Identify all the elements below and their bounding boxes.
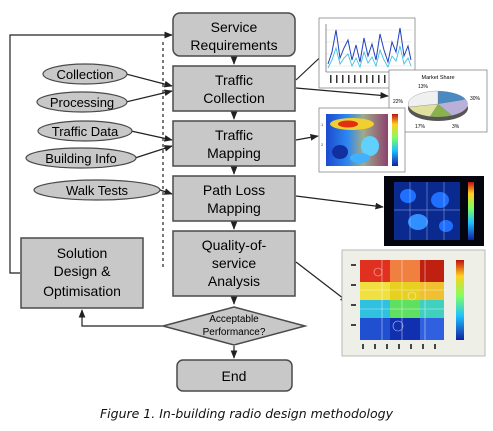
arrow-to-qos-map: [295, 261, 349, 303]
path-loss-map-thumbnail: [384, 176, 484, 246]
walk-tests-label: Walk Tests: [66, 183, 129, 198]
traffic-data-label: Traffic Data: [52, 124, 119, 139]
traffic-collection-box: Traffic Collection: [172, 65, 296, 112]
connectors: [9, 31, 389, 359]
end-label: End: [222, 368, 247, 384]
traffic-mapping-line2: Mapping: [207, 145, 261, 161]
decision-line1: Acceptable: [209, 314, 259, 325]
svg-text:1: 1: [321, 122, 324, 127]
path-loss-mapping-line1: Path Loss: [203, 182, 265, 198]
arrow-walktests-input: [159, 188, 173, 195]
path-loss-mapping-box: Path Loss Mapping: [172, 175, 296, 222]
figure-caption: Figure 1. In-building radio design metho…: [99, 406, 394, 421]
solution-line2: Design &: [54, 263, 111, 279]
arrow-decision-to-solution: [78, 309, 163, 327]
arrow-processing-input: [125, 89, 173, 103]
service-requirements-line1: Service: [211, 19, 258, 35]
pie-label-1: 13%: [418, 84, 429, 90]
solution-line3: Optimisation: [43, 283, 121, 299]
qos-analysis-line1: Quality-of-: [202, 237, 267, 253]
qos-analysis-box: Quality-of- service Analysis: [172, 230, 296, 297]
pie-title: Market Share: [421, 75, 454, 81]
acceptable-performance-decision: Acceptable Performance?: [160, 306, 308, 346]
traffic-collection-line2: Collection: [203, 90, 264, 106]
arrow-collection-input: [125, 73, 173, 88]
arrow-loop-to-requirements: [9, 31, 173, 274]
path-loss-mapping-line2: Mapping: [207, 200, 261, 216]
traffic-heatmap-thumbnail: 1 2: [318, 107, 406, 173]
qos-analysis-line3: Analysis: [208, 273, 260, 289]
arrow-to-pie-chart: [295, 87, 389, 99]
arrow-to-traffic-heatmap: [295, 134, 319, 141]
traffic-mapping-line1: Traffic: [215, 127, 253, 143]
walk-tests-oval: Walk Tests: [33, 179, 161, 201]
pie-label-3: 30%: [470, 96, 481, 102]
decision-line2: Performance?: [203, 327, 266, 338]
traffic-data-oval: Traffic Data: [37, 120, 133, 142]
building-info-label: Building Info: [45, 151, 117, 166]
svg-text:2: 2: [321, 142, 324, 147]
pie-label-5: 3%: [452, 124, 460, 130]
end-box: End: [176, 359, 293, 392]
building-info-oval: Building Info: [25, 147, 137, 169]
solution-design-box: Solution Design & Optimisation: [20, 237, 144, 309]
pie-label-2: 22%: [393, 99, 404, 105]
arrow-to-pathloss-map: [295, 195, 384, 210]
processing-label: Processing: [50, 95, 114, 110]
service-requirements-line2: Requirements: [190, 37, 277, 53]
arrow-trafficdata-input: [130, 130, 173, 142]
collection-oval: Collection: [42, 63, 128, 85]
collection-label: Collection: [56, 67, 113, 82]
traffic-collection-line1: Traffic: [215, 72, 253, 88]
pie-label-4: 17%: [415, 124, 426, 130]
processing-oval: Processing: [36, 91, 128, 113]
qos-colour-map-thumbnail: [341, 249, 486, 357]
solution-line1: Solution: [57, 245, 108, 261]
service-requirements-box: Service Requirements: [172, 12, 296, 57]
arrow-buildinginfo-input: [134, 145, 173, 159]
traffic-mapping-box: Traffic Mapping: [172, 120, 296, 167]
qos-analysis-line2: service: [212, 255, 257, 271]
